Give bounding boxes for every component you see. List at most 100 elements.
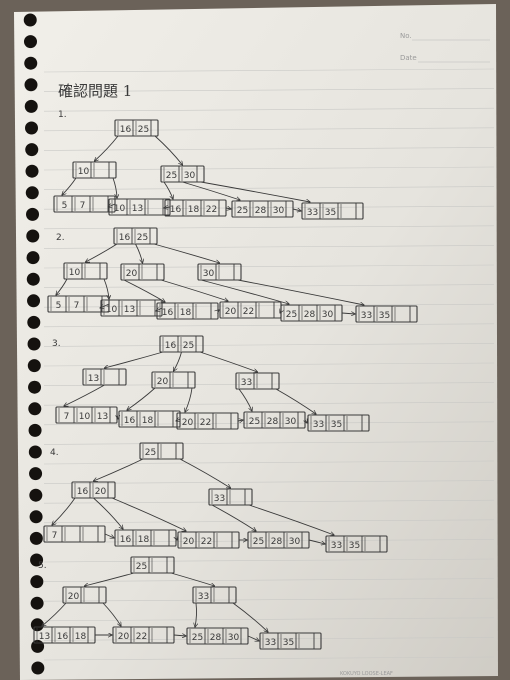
binder-hole — [25, 121, 39, 135]
leaf-node: 33 35 — [301, 202, 364, 220]
leaf-node: 7 — [43, 525, 106, 543]
child-pointer-arrow — [185, 387, 193, 412]
header-fields: No. Date — [400, 32, 490, 63]
child-pointer-arrow — [103, 278, 109, 299]
node-key: 13 — [132, 204, 143, 214]
leaf-link-arrow — [218, 310, 219, 311]
node-key: 22 — [243, 307, 254, 317]
node-key: 30 — [228, 633, 240, 643]
node-key: 25 — [138, 125, 149, 135]
internal-node: 33 — [208, 488, 253, 506]
node-key: 10 — [69, 268, 81, 278]
binder-hole — [26, 251, 40, 265]
child-pointer-arrow — [163, 181, 173, 199]
binder-hole — [28, 380, 42, 394]
footer-brand: KOKUYO LOOSE-LEAF — [340, 671, 393, 677]
node-key: 33 — [361, 311, 372, 321]
child-pointer-arrow — [195, 602, 197, 627]
binder-hole — [27, 315, 41, 329]
root-pointer-arrow — [199, 351, 258, 372]
child-pointer-arrow — [275, 388, 316, 414]
leaf-link-arrow — [117, 415, 118, 419]
page-heading: 確認問題 1 — [58, 82, 132, 100]
root-pointer-arrow — [135, 243, 143, 263]
root-pointer-arrow — [179, 458, 231, 488]
node-key: 25 — [253, 537, 264, 547]
root-pointer-arrow — [154, 135, 183, 165]
node-key: 33 — [307, 208, 318, 218]
binder-holes — [23, 13, 45, 675]
binder-hole — [25, 164, 39, 178]
root-pointer-arrow — [170, 572, 215, 586]
node-key: 30 — [285, 417, 297, 427]
node-key: 33 — [241, 378, 252, 388]
root-pointer-arrow — [95, 135, 119, 161]
leaf-link-arrow — [164, 207, 171, 208]
node-key: 16 — [120, 125, 132, 135]
binder-hole — [27, 294, 41, 308]
root-node: 25 — [139, 442, 184, 460]
node-key: 16 — [170, 205, 182, 215]
node-key: 28 — [267, 417, 279, 427]
leaf-link-arrow — [100, 303, 110, 308]
binder-hole — [24, 56, 38, 70]
child-pointer-arrow — [112, 177, 117, 198]
node-key: 35 — [283, 638, 294, 648]
binder-hole — [28, 445, 42, 459]
child-pointer-arrow — [52, 497, 76, 525]
node-key: 33 — [198, 592, 209, 602]
node-key: 18 — [142, 416, 154, 426]
node-key: 33 — [313, 420, 324, 430]
node-key: 16 — [120, 535, 132, 545]
node-key: 18 — [188, 205, 200, 215]
node-key: 20 — [68, 592, 80, 602]
binder-hole — [25, 186, 39, 200]
child-pointer-arrow — [62, 177, 77, 195]
exercise-label: 5. — [38, 561, 47, 571]
leaf-link-arrow — [176, 538, 177, 540]
child-pointer-arrow — [127, 387, 156, 410]
node-key: 25 — [286, 310, 297, 320]
child-pointer-arrow — [160, 279, 228, 301]
node-key: 33 — [265, 638, 276, 648]
paper-sheet — [14, 4, 498, 680]
node-key: 22 — [201, 537, 212, 547]
node-key: 35 — [331, 420, 342, 430]
node-key: 35 — [325, 208, 336, 218]
binder-hole — [31, 661, 45, 675]
node-key: 25 — [192, 633, 203, 643]
node-key: 25 — [237, 206, 248, 216]
exercise-label: 1. — [58, 110, 67, 120]
child-pointer-arrow — [248, 504, 334, 535]
node-key: 35 — [349, 541, 360, 551]
node-key: 16 — [165, 341, 177, 351]
child-pointer-arrow — [102, 602, 121, 626]
node-key: 18 — [75, 632, 87, 642]
binder-hole — [28, 402, 42, 416]
node-key: 25 — [145, 448, 156, 458]
child-pointer-arrow — [64, 384, 105, 406]
node-key: 13 — [97, 412, 108, 422]
node-key: 20 — [225, 307, 237, 317]
node-key: 5 — [56, 301, 62, 311]
node-key: 30 — [322, 310, 334, 320]
node-key: 20 — [95, 487, 107, 497]
node-key: 30 — [273, 206, 285, 216]
root-pointer-arrow — [86, 243, 118, 262]
leaf-link-arrow — [173, 635, 186, 636]
internal-node: 10 — [72, 161, 117, 179]
child-pointer-arrow — [182, 181, 241, 200]
node-key: 20 — [157, 377, 169, 387]
leaf-link-arrow — [280, 310, 281, 313]
